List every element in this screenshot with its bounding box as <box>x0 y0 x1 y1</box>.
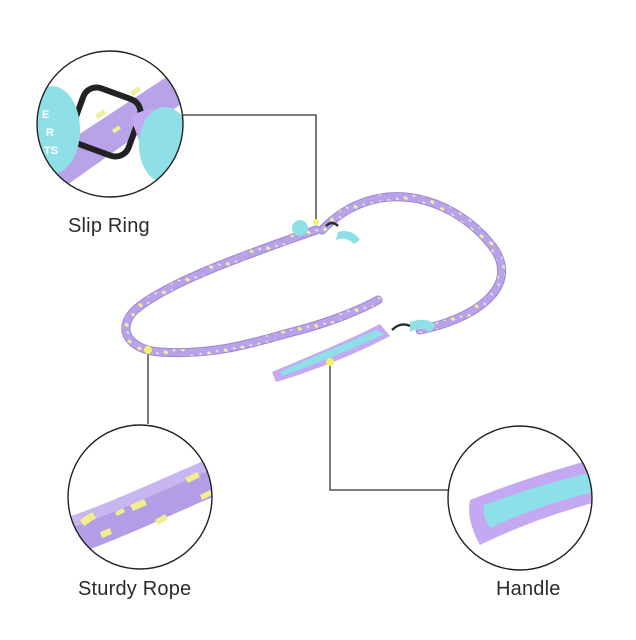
sturdy-rope-label: Sturdy Rope <box>78 578 192 600</box>
leader-lines <box>147 114 448 491</box>
handle-label: Handle <box>496 578 561 600</box>
leash-rope <box>121 192 506 358</box>
rope-zoom-circle <box>67 424 213 570</box>
handle-leader <box>329 362 448 491</box>
svg-text:TS: TS <box>44 145 58 157</box>
svg-text:E: E <box>42 109 49 121</box>
handle-graphic <box>272 319 436 382</box>
handle-zoom-circle <box>447 425 593 571</box>
slip-ring-zoom-circle: E R TS <box>36 50 184 198</box>
slip-ring-leader <box>183 114 317 222</box>
svg-text:R: R <box>46 127 54 139</box>
rope-point-marker <box>144 346 152 354</box>
slip-ring-connector <box>292 219 360 244</box>
slip-ring-label: Slip Ring <box>68 215 150 237</box>
